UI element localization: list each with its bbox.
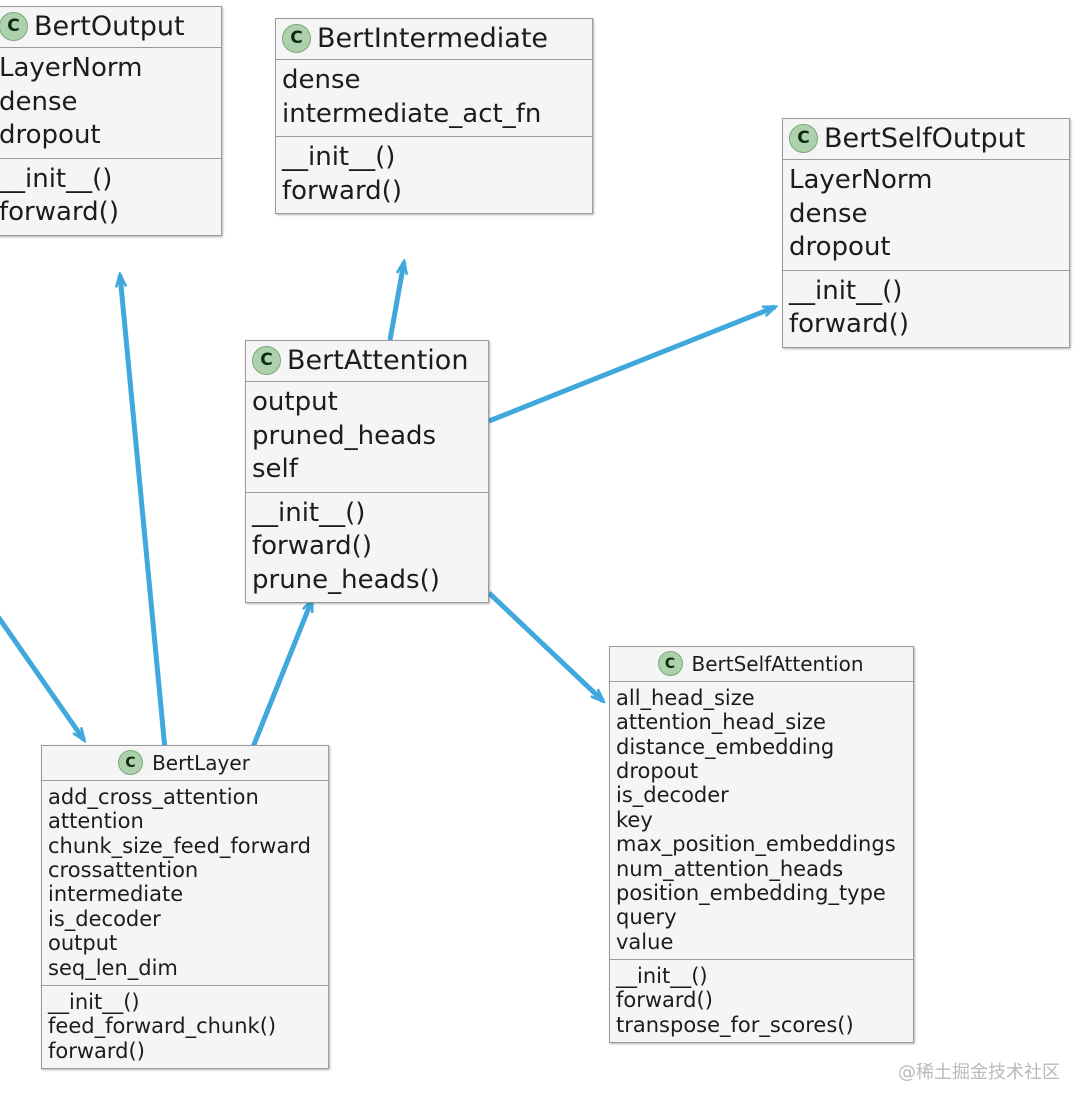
method-item: __init__()	[48, 989, 140, 1014]
class-icon: C	[252, 346, 281, 375]
attribute-item: dropout	[616, 759, 699, 784]
class-name: BertAttention	[287, 345, 469, 376]
attribute-item: max_position_embeddings	[616, 832, 896, 857]
methods-section: __init__() forward()	[783, 269, 1069, 347]
class-box-bert-self-output[interactable]: C BertSelfOutput LayerNorm dense dropout…	[782, 118, 1070, 348]
class-icon: C	[657, 651, 683, 676]
class-header: C BertSelfOutput	[783, 119, 1069, 160]
attributes-section: all_head_size attention_head_size distan…	[610, 682, 913, 959]
method-item: __init__()	[0, 163, 113, 194]
methods-section: __init__() forward() transpose_for_score…	[610, 958, 913, 1042]
edge-bertattention-to-bertintermediate	[387, 262, 404, 341]
method-item: transpose_for_scores()	[616, 1012, 854, 1037]
method-item: forward()	[0, 197, 119, 228]
method-item: forward()	[252, 531, 372, 562]
method-item: prune_heads()	[252, 564, 440, 595]
attributes-section: add_cross_attention attention chunk_size…	[42, 781, 328, 985]
attribute-item: dense	[0, 86, 78, 117]
attribute-item: num_attention_heads	[616, 856, 844, 881]
attribute-item: all_head_size	[616, 686, 755, 710]
attribute-item: attention	[48, 809, 144, 834]
method-item: forward()	[789, 309, 909, 340]
class-icon: C	[0, 12, 28, 41]
class-header: C BertOutput	[0, 7, 221, 48]
attribute-item: pruned_heads	[252, 420, 437, 451]
methods-section: __init__() feed_forward_chunk() forward(…	[42, 984, 328, 1068]
class-name: BertLayer	[152, 750, 250, 775]
class-header: C BertAttention	[246, 341, 488, 382]
watermark-label: @稀土掘金技术社区	[898, 1062, 1060, 1083]
class-icon: C	[789, 124, 818, 153]
class-name: BertIntermediate	[317, 23, 549, 54]
attribute-item: dropout	[789, 232, 891, 263]
edge-bertattention-to-bertselfoutput	[488, 304, 775, 424]
class-header: C BertIntermediate	[276, 19, 592, 60]
class-icon: C	[118, 750, 144, 775]
class-name: BertOutput	[34, 11, 185, 42]
class-box-bert-self-attention[interactable]: C BertSelfAttention all_head_size attent…	[609, 646, 914, 1044]
method-item: forward()	[282, 175, 402, 206]
attribute-item: dropout	[0, 120, 101, 151]
attributes-section: output pruned_heads self	[246, 382, 488, 492]
edge-offscreen-to-bertlayer	[0, 615, 84, 740]
attribute-item: is_decoder	[48, 906, 161, 931]
methods-section: __init__() forward()	[276, 136, 592, 213]
edge-bertlayer-to-bertoutput	[120, 275, 169, 761]
method-item: __init__()	[252, 497, 366, 528]
attribute-item: crossattention	[48, 858, 199, 883]
attributes-section: LayerNorm dense dropout	[0, 48, 221, 158]
class-box-bert-layer[interactable]: C BertLayer add_cross_attention attentio…	[41, 745, 329, 1069]
edge-bertattention-to-bertselfattention	[487, 591, 603, 701]
attribute-item: add_cross_attention	[48, 785, 259, 809]
class-icon: C	[282, 24, 311, 53]
method-item: feed_forward_chunk()	[48, 1014, 277, 1039]
attribute-item: dense	[282, 65, 361, 95]
method-item: forward()	[48, 1038, 145, 1063]
attributes-section: LayerNorm dense dropout	[783, 160, 1069, 270]
edge-bertlayer-to-bertattention	[248, 600, 315, 753]
attribute-item: value	[616, 929, 674, 954]
method-item: __init__()	[282, 142, 396, 173]
attribute-item: seq_len_dim	[48, 955, 178, 980]
attribute-item: output	[252, 387, 338, 417]
attribute-item: is_decoder	[616, 783, 729, 808]
methods-section: __init__() forward()	[0, 157, 221, 235]
attributes-section: dense intermediate_act_fn	[276, 60, 592, 136]
class-box-bert-intermediate[interactable]: C BertIntermediate dense intermediate_ac…	[275, 18, 593, 215]
attribute-item: distance_embedding	[616, 734, 835, 759]
attribute-item: query	[616, 905, 677, 930]
attribute-item: LayerNorm	[789, 165, 933, 195]
method-item: __init__()	[616, 963, 708, 988]
attribute-item: output	[48, 931, 118, 956]
method-item: __init__()	[789, 275, 903, 306]
method-item: forward()	[616, 988, 713, 1013]
class-name: BertSelfAttention	[691, 651, 864, 676]
attribute-item: chunk_size_feed_forward	[48, 833, 311, 858]
class-name: BertSelfOutput	[824, 123, 1026, 154]
methods-section: __init__() forward() prune_heads()	[246, 491, 488, 603]
class-box-bert-output[interactable]: C BertOutput LayerNorm dense dropout __i…	[0, 6, 222, 236]
class-header: C BertLayer	[42, 746, 328, 781]
class-header: C BertSelfAttention	[610, 647, 913, 682]
attribute-item: position_embedding_type	[616, 880, 886, 905]
attribute-item: key	[616, 807, 653, 832]
attribute-item: attention_head_size	[616, 710, 826, 735]
class-box-bert-attention[interactable]: C BertAttention output pruned_heads self…	[245, 340, 489, 604]
attribute-item: self	[252, 454, 298, 485]
attribute-item: dense	[789, 198, 868, 229]
attribute-item: LayerNorm	[0, 53, 143, 83]
attribute-item: intermediate	[48, 882, 184, 907]
attribute-item: intermediate_act_fn	[282, 98, 542, 129]
